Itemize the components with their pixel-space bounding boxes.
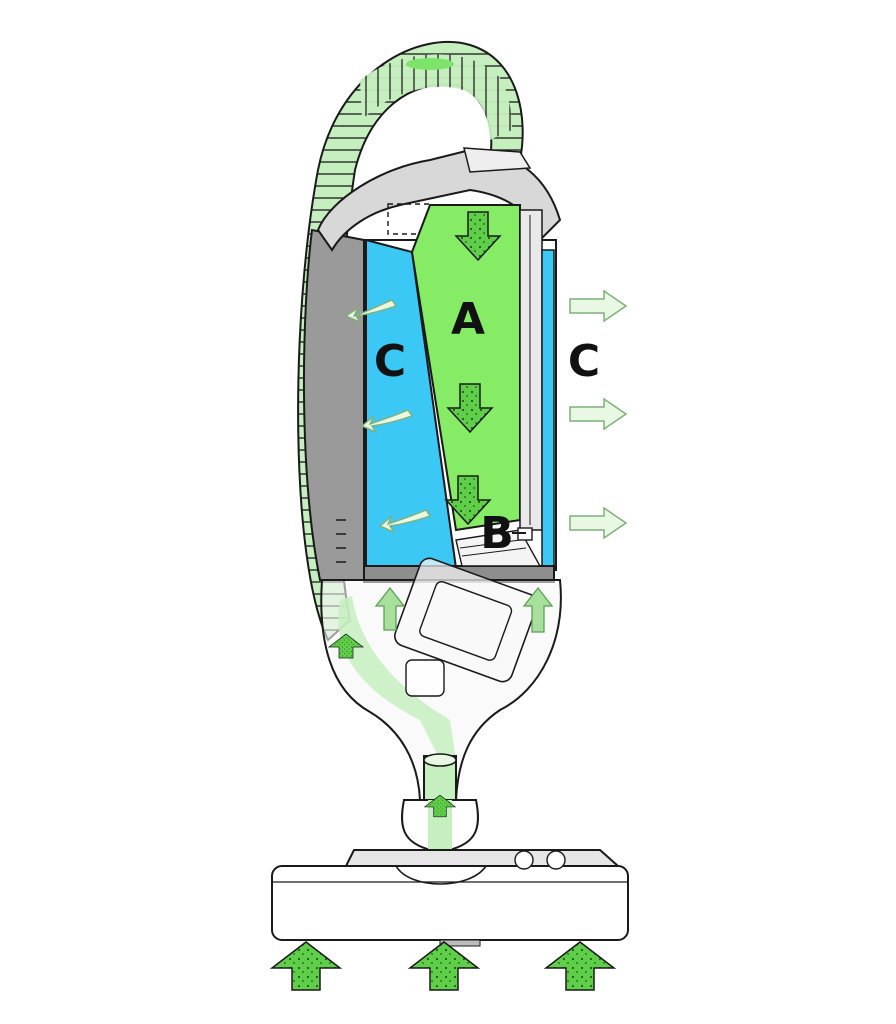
exhaust-arrow-bottom xyxy=(569,507,627,539)
label-a: A xyxy=(451,294,485,345)
label-b: B xyxy=(480,508,514,559)
floor-head xyxy=(271,849,629,947)
label-c-left: C xyxy=(374,336,406,387)
lower-body xyxy=(320,557,562,801)
valve xyxy=(455,527,542,567)
intake-arrow-right xyxy=(545,941,615,991)
filter-right xyxy=(519,209,555,569)
intake-arrow-left xyxy=(271,941,341,991)
exhaust-arrow-mid xyxy=(569,398,627,430)
intake-arrow-center xyxy=(409,941,479,991)
label-c-right: C xyxy=(568,336,600,387)
exhaust-arrow-top xyxy=(569,290,627,322)
filter-flow-arrows xyxy=(344,299,554,633)
handle xyxy=(302,228,365,581)
top-cap xyxy=(316,147,562,252)
